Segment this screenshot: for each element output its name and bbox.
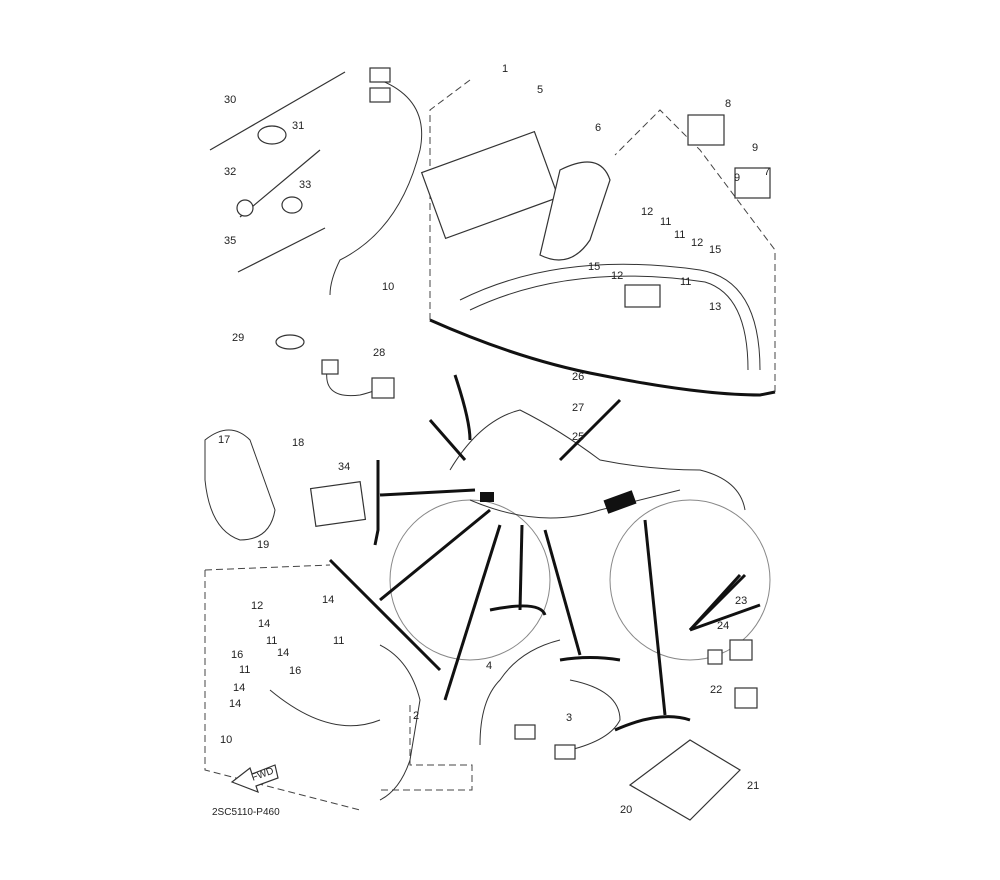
starter-relay <box>734 167 771 199</box>
callout-label-25: 25 <box>572 431 584 443</box>
callout-label-13: 13 <box>709 301 721 313</box>
callout-label-11: 11 <box>674 229 685 241</box>
diagram-code: 2SC5110-P460 <box>212 807 280 818</box>
callout-label-27: 27 <box>572 402 584 414</box>
ecu <box>628 739 741 821</box>
callout-label-35: 35 <box>224 235 236 247</box>
callout-label-1: 1 <box>502 63 508 75</box>
callout-label-16: 16 <box>231 649 243 661</box>
callout-label-12: 12 <box>611 270 623 282</box>
callout-label-32: 32 <box>224 166 236 178</box>
fwd-arrow <box>230 764 279 794</box>
callout-label-28: 28 <box>373 347 385 359</box>
callout-label-17: 17 <box>218 434 230 446</box>
callout-label-19: 19 <box>257 539 269 551</box>
callout-label-14: 14 <box>322 594 334 606</box>
callout-label-33: 33 <box>299 179 311 191</box>
callout-label-14: 14 <box>233 682 245 694</box>
callout-label-10: 10 <box>382 281 394 293</box>
callout-label-24: 24 <box>717 620 729 632</box>
callout-label-7: 7 <box>764 166 770 178</box>
detail-bubbles <box>204 429 761 821</box>
callout-label-15: 15 <box>588 261 600 273</box>
callout-label-4: 4 <box>486 660 492 672</box>
callout-label-12: 12 <box>691 237 703 249</box>
callout-label-11: 11 <box>680 276 691 288</box>
callout-label-23: 23 <box>735 595 747 607</box>
callout-label-11: 11 <box>266 635 277 647</box>
callout-label-14: 14 <box>229 698 241 710</box>
callout-label-12: 12 <box>251 600 263 612</box>
callout-label-16: 16 <box>289 665 301 677</box>
callout-label-26: 26 <box>572 371 584 383</box>
ties-and-clamps <box>209 71 395 399</box>
callout-label-22: 22 <box>710 684 722 696</box>
callout-label-34: 34 <box>338 461 350 473</box>
battery <box>420 130 560 240</box>
callout-label-3: 3 <box>566 712 572 724</box>
callout-label-11: 11 <box>239 664 250 676</box>
relay <box>687 114 725 146</box>
callout-label-9: 9 <box>752 142 758 154</box>
callout-label-15: 15 <box>709 244 721 256</box>
callout-label-18: 18 <box>292 437 304 449</box>
battery-band <box>539 161 611 261</box>
callout-label-9: 9 <box>734 172 740 184</box>
battery-area-detail <box>329 67 776 397</box>
callout-label-5: 5 <box>537 84 543 96</box>
fuse-box <box>624 284 661 308</box>
callout-label-8: 8 <box>725 98 731 110</box>
callout-label-20: 20 <box>620 804 632 816</box>
callout-label-14: 14 <box>277 647 289 659</box>
callout-label-30: 30 <box>224 94 236 106</box>
callout-label-21: 21 <box>747 780 759 792</box>
callout-label-2: 2 <box>413 710 419 722</box>
callout-label-6: 6 <box>595 122 601 134</box>
motorcycle-outline <box>379 374 771 716</box>
callout-label-11: 11 <box>333 635 344 647</box>
callout-label-14: 14 <box>258 618 270 630</box>
callout-label-31: 31 <box>292 120 304 132</box>
callout-label-11: 11 <box>660 216 671 228</box>
callout-label-12: 12 <box>641 206 653 218</box>
callout-label-29: 29 <box>232 332 244 344</box>
callout-label-10: 10 <box>220 734 232 746</box>
